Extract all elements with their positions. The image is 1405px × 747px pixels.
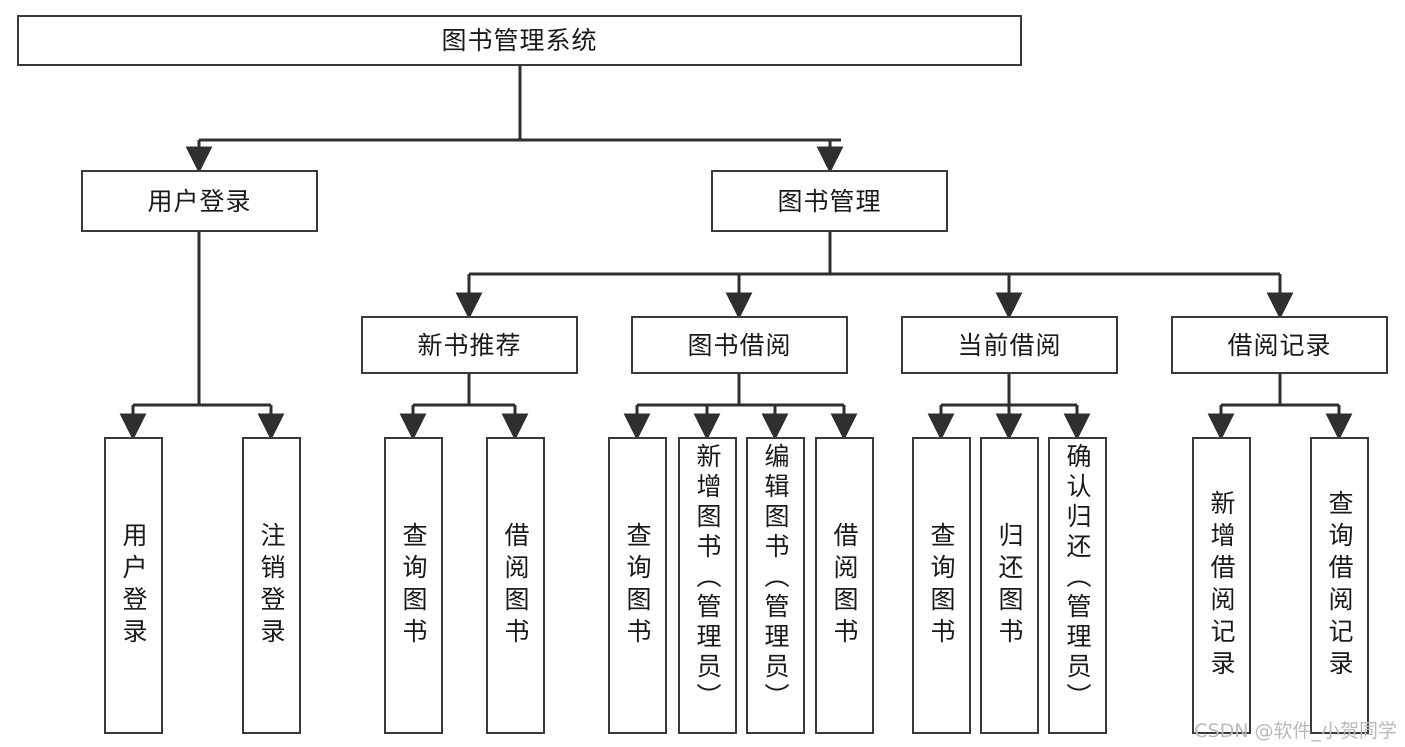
node-borrow-record[interactable]: 借阅记录	[1171, 316, 1388, 374]
node-label: 查询借阅记录	[1325, 489, 1354, 682]
node-label: 用户登录	[147, 186, 252, 216]
node-user-login[interactable]: 用户登录	[81, 170, 318, 232]
node-label: 新增图书（管理员）	[693, 443, 722, 713]
node-book-management[interactable]: 图书管理	[711, 170, 948, 232]
node-leaf-add-borrow-record[interactable]: 新增借阅记录	[1192, 437, 1251, 734]
node-label: 新书推荐	[417, 330, 522, 360]
node-label: 新增借阅记录	[1207, 489, 1236, 682]
node-label: 借阅图书	[501, 521, 530, 650]
node-book-borrow[interactable]: 图书借阅	[631, 316, 848, 374]
node-leaf-edit-book-admin[interactable]: 编辑图书（管理员）	[746, 437, 805, 734]
node-label: 编辑图书（管理员）	[761, 443, 790, 713]
node-label: 图书借阅	[687, 330, 792, 360]
node-label: 图书管理	[777, 186, 882, 216]
node-new-book-recommend[interactable]: 新书推荐	[361, 316, 578, 374]
node-label: 查询图书	[399, 521, 428, 650]
node-leaf-user-logout[interactable]: 注销登录	[242, 437, 301, 734]
node-label: 确认归还（管理员）	[1063, 443, 1092, 713]
node-leaf-query-borrow-record[interactable]: 查询借阅记录	[1310, 437, 1369, 734]
node-leaf-query-book-current[interactable]: 查询图书	[912, 437, 971, 734]
node-label: 查询图书	[927, 521, 956, 650]
node-leaf-confirm-return-admin[interactable]: 确认归还（管理员）	[1048, 437, 1107, 734]
node-leaf-user-login[interactable]: 用户登录	[104, 437, 163, 734]
node-root-book-management-system[interactable]: 图书管理系统	[17, 15, 1022, 66]
node-label: 归还图书	[995, 521, 1024, 650]
node-label: 用户登录	[119, 521, 148, 650]
node-label: 借阅记录	[1227, 330, 1332, 360]
node-leaf-query-book-borrow[interactable]: 查询图书	[608, 437, 667, 734]
node-current-borrow[interactable]: 当前借阅	[901, 316, 1118, 374]
node-label: 借阅图书	[830, 521, 859, 650]
node-leaf-borrow-book-recommend[interactable]: 借阅图书	[486, 437, 545, 734]
node-leaf-borrow-book-borrow[interactable]: 借阅图书	[815, 437, 874, 734]
node-label: 注销登录	[257, 521, 286, 650]
node-leaf-query-book-recommend[interactable]: 查询图书	[384, 437, 443, 734]
node-leaf-return-book[interactable]: 归还图书	[980, 437, 1039, 734]
node-label: 图书管理系统	[441, 26, 598, 55]
node-label: 当前借阅	[957, 330, 1062, 360]
node-label: 查询图书	[623, 521, 652, 650]
node-leaf-add-book-admin[interactable]: 新增图书（管理员）	[678, 437, 737, 734]
